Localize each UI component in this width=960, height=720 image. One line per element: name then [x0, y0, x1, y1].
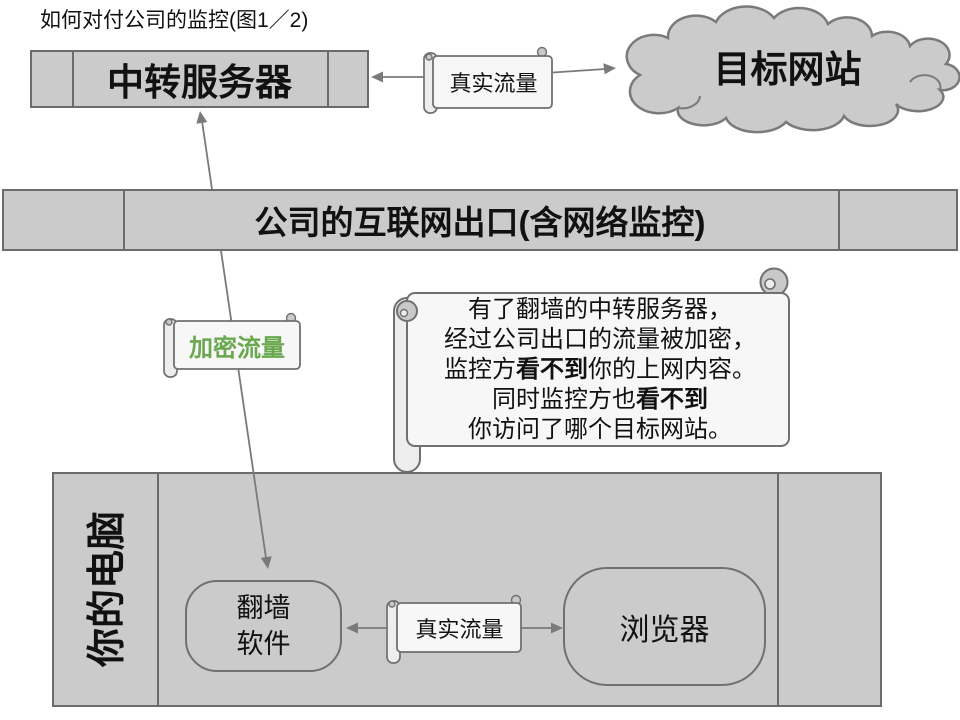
- note-curl-corner-inner: [764, 278, 776, 290]
- note-line-5: 你访问了哪个目标网站。: [468, 415, 732, 445]
- your-computer-left-divider: [157, 474, 159, 705]
- note-tube-spiral-inner: [399, 308, 409, 318]
- note-text: 有了翻墙的中转服务器， 经过公司出口的流量被加密， 监控方看不到你的上网内容。 …: [412, 295, 788, 445]
- company-gateway-label: 公司的互联网出口(含网络监控): [254, 204, 706, 241]
- cloud-inner-arc-left: [677, 95, 701, 110]
- circumvention-software-label: 翻墙 软件: [237, 590, 291, 662]
- relay-right-divider: [327, 52, 329, 106]
- real-traffic-top-label: 真实流量: [449, 71, 538, 96]
- encrypted-traffic-label: 加密流量: [189, 334, 285, 362]
- circumvention-software-node: 翻墙 软件: [185, 580, 342, 672]
- page-title: 如何对付公司的监控(图1／2): [40, 9, 309, 32]
- scroll-curl-corner: [536, 46, 548, 58]
- real-traffic-bottom-label: 真实流量: [415, 617, 504, 642]
- arrowhead-to-relay: [371, 71, 383, 83]
- relay-server-box: [30, 50, 369, 108]
- note-line-4: 同时监控方也看不到: [492, 385, 708, 415]
- browser-node: 浏览器: [563, 567, 766, 686]
- note-line-2-text: 经过公司出口的流量被加密，: [444, 326, 756, 353]
- note-line-2: 经过公司出口的流量被加密，: [444, 325, 756, 355]
- note-line-3-bold: 看不到: [516, 356, 588, 383]
- arrowhead-to-cloud: [603, 63, 616, 75]
- note-line-3: 监控方看不到你的上网内容。: [444, 355, 756, 385]
- note-line-3-text-a: 监控方: [444, 356, 516, 383]
- circumvention-software-line2: 软件: [236, 629, 291, 659]
- note-curl-corner: [759, 267, 789, 297]
- relay-left-divider: [72, 52, 74, 106]
- gateway-left-divider: [123, 191, 125, 249]
- circumvention-software-line1: 翻墙: [236, 593, 291, 623]
- browser-label: 浏览器: [619, 613, 710, 647]
- note-line-3-text-b: 你的上网内容。: [588, 356, 756, 383]
- scroll-curl-small: [425, 53, 433, 61]
- target-site-label: 目标网站: [713, 49, 862, 90]
- gateway-right-divider: [838, 191, 840, 249]
- note-line-4-bold: 看不到: [636, 386, 708, 413]
- real-traffic-top-line-right: [552, 68, 606, 74]
- your-computer-label: 你的电脑: [86, 511, 129, 668]
- arrowhead-up-to-relay: [196, 111, 208, 124]
- company-gateway-bar: [2, 189, 958, 251]
- relay-server-label: 中转服务器: [107, 62, 292, 103]
- scroll-curl-small: [165, 318, 173, 326]
- your-computer-right-divider: [777, 474, 779, 705]
- note-line-5-text: 你访问了哪个目标网站。: [468, 416, 732, 443]
- note-line-1: 有了翻墙的中转服务器，: [468, 295, 732, 325]
- note-line-1-text: 有了翻墙的中转服务器，: [468, 296, 732, 323]
- note-line-4-text: 同时监控方也: [492, 386, 636, 413]
